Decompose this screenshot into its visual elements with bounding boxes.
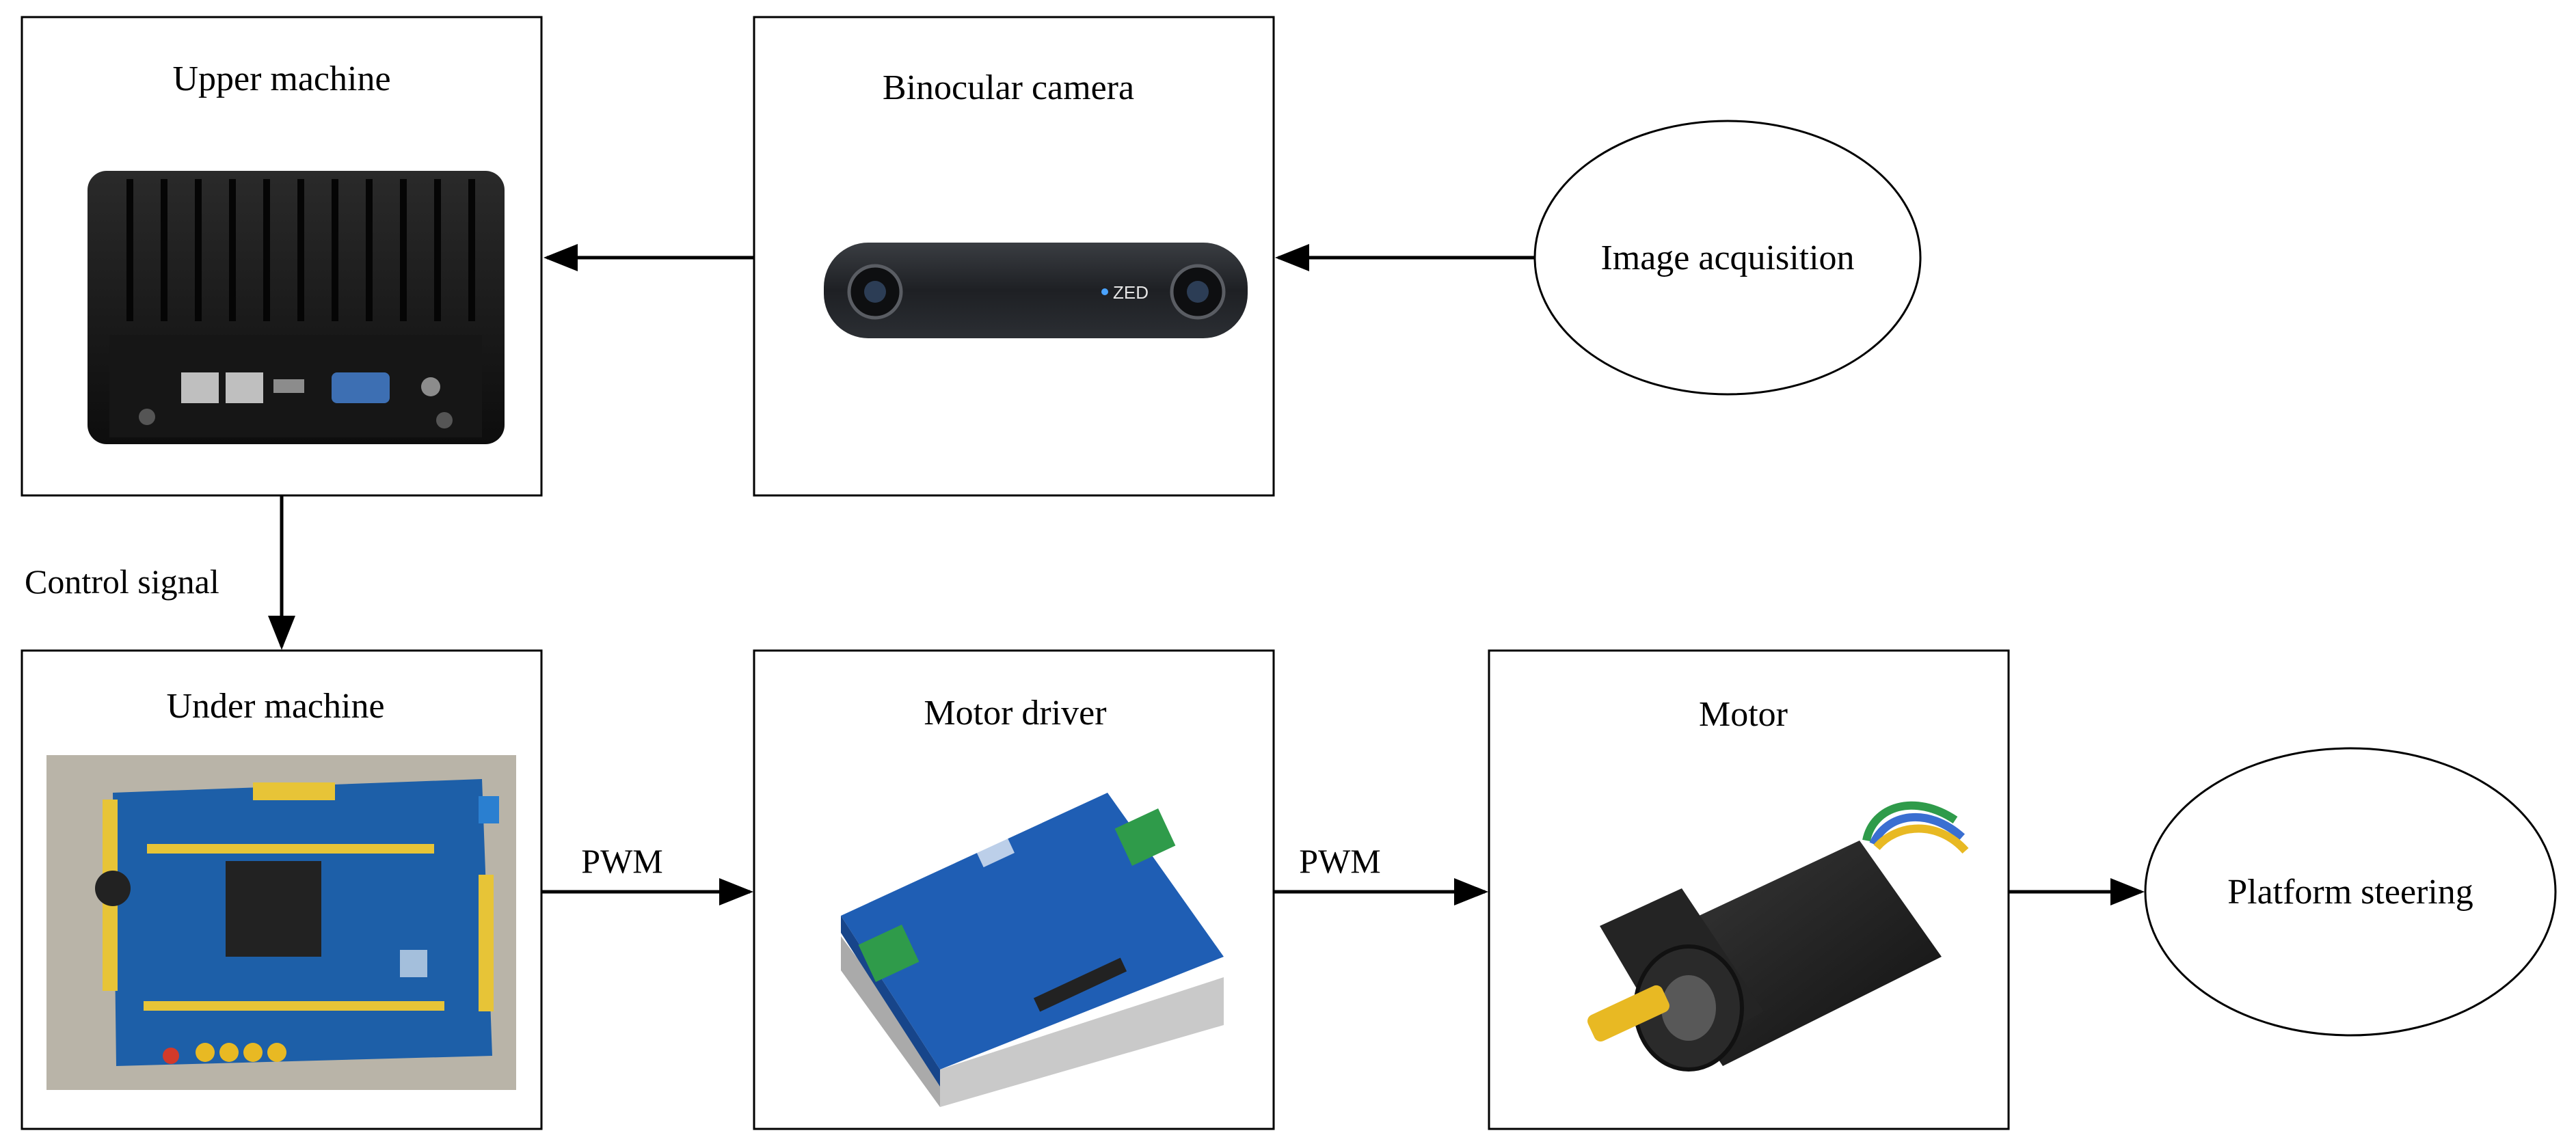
motor-driver-title: Motor driver bbox=[924, 694, 1106, 733]
image-acquisition-node: Image acquisition bbox=[1533, 120, 1922, 396]
under-machine-node: Under machine bbox=[21, 649, 543, 1130]
motor-title: Motor bbox=[1699, 695, 1788, 734]
upper-machine-title: Upper machine bbox=[172, 59, 390, 98]
pwm-label-driver-to-motor: PWM bbox=[1299, 842, 1380, 880]
control-signal-label: Control signal bbox=[25, 562, 219, 601]
binocular-camera-node: Binocular camera ZED bbox=[753, 16, 1275, 497]
image-acquisition-label: Image acquisition bbox=[1600, 238, 1854, 277]
binocular-camera-title: Binocular camera bbox=[883, 68, 1134, 107]
pwm-label-under-to-driver: PWM bbox=[581, 842, 662, 880]
motor-node: Motor bbox=[1488, 649, 2010, 1130]
camera-brand-label: ZED bbox=[1113, 282, 1149, 303]
platform-steering-label: Platform steering bbox=[2227, 873, 2473, 912]
mini-pc-icon bbox=[88, 171, 505, 444]
stereo-camera-icon: ZED bbox=[824, 243, 1248, 338]
edges bbox=[268, 244, 2145, 905]
platform-steering-node: Platform steering bbox=[2144, 747, 2557, 1037]
upper-machine-node: Upper machine bbox=[21, 16, 543, 497]
under-machine-title: Under machine bbox=[166, 687, 384, 726]
motor-driver-board-icon bbox=[841, 793, 1224, 1107]
servo-motor-icon bbox=[1587, 801, 1969, 1072]
microcontroller-board-icon bbox=[46, 755, 516, 1090]
motor-driver-node: Motor driver bbox=[753, 649, 1275, 1130]
